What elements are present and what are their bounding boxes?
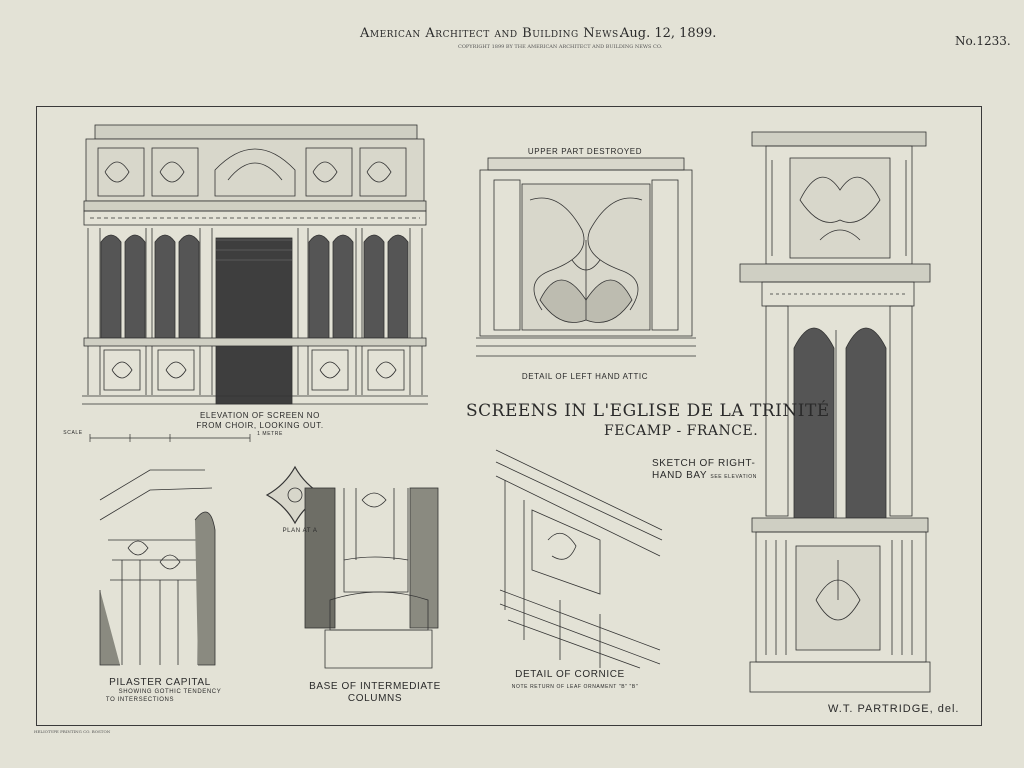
pilaster-capital-note2: TO INTERSECTIONS bbox=[105, 697, 175, 703]
pilaster-capital-drawing bbox=[99, 469, 216, 666]
copyright-line: COPYRIGHT 1899 BY THE AMERICAN ARCHITECT… bbox=[458, 44, 663, 50]
column-base-label-line1: BASE OF INTERMEDIATE bbox=[309, 681, 441, 692]
plate-title: SCREENS IN L'EGLISE DE LA TRINITÉ bbox=[466, 401, 830, 421]
cornice-detail-label: DETAIL OF CORNICE bbox=[515, 669, 625, 680]
pilaster-capital-label: PILASTER CAPITAL bbox=[109, 677, 211, 688]
artist-signature: W.T. PARTRIDGE, del. bbox=[828, 703, 960, 715]
plan-at-a-label: PLAN AT A bbox=[282, 528, 318, 534]
cornice-detail-note: NOTE RETURN OF LEAF ORNAMENT "B" "B" bbox=[511, 684, 639, 690]
sketch-label-line2: HAND BAY SEE ELEVATION bbox=[652, 470, 757, 483]
attic-detail-drawing bbox=[476, 157, 696, 357]
cornice-detail-drawing bbox=[495, 449, 663, 669]
column-base-label-line2: COLUMNS bbox=[347, 693, 403, 704]
printer-credit: HELIOTYPE PRINTING CO. BOSTON bbox=[34, 729, 111, 734]
elevation-label-line1: ELEVATION OF SCREEN NO bbox=[199, 411, 321, 420]
scale-unit-label: 1 METRE bbox=[257, 431, 283, 437]
issue-number: No.1233. bbox=[955, 34, 1011, 48]
sketch-label-line1: SKETCH OF RIGHT- bbox=[652, 458, 756, 469]
plate-header: American Architect and Building News. Au… bbox=[0, 26, 1024, 50]
pilaster-capital-note1: SHOWING GOTHIC TENDENCY bbox=[118, 689, 222, 695]
plate-frame bbox=[36, 106, 982, 726]
column-base-drawing bbox=[304, 487, 439, 669]
scale-label: SCALE bbox=[63, 430, 83, 436]
sketch-label-main: HAND BAY bbox=[652, 470, 708, 481]
screen-elevation-drawing bbox=[82, 124, 428, 442]
sketch-label-note: SEE ELEVATION bbox=[710, 474, 757, 480]
elevation-label-line2: FROM CHOIR, LOOKING OUT. bbox=[196, 421, 324, 430]
right-bay-sketch-drawing bbox=[739, 131, 931, 693]
plate-subtitle: FECAMP - FRANCE. bbox=[604, 423, 759, 439]
publication-title: American Architect and Building News. bbox=[360, 26, 624, 41]
attic-detail-label: DETAIL OF LEFT HAND ATTIC bbox=[521, 372, 649, 381]
publication-date: Aug. 12, 1899. bbox=[620, 26, 717, 41]
upper-part-destroyed-label: UPPER PART DESTROYED bbox=[527, 147, 643, 156]
